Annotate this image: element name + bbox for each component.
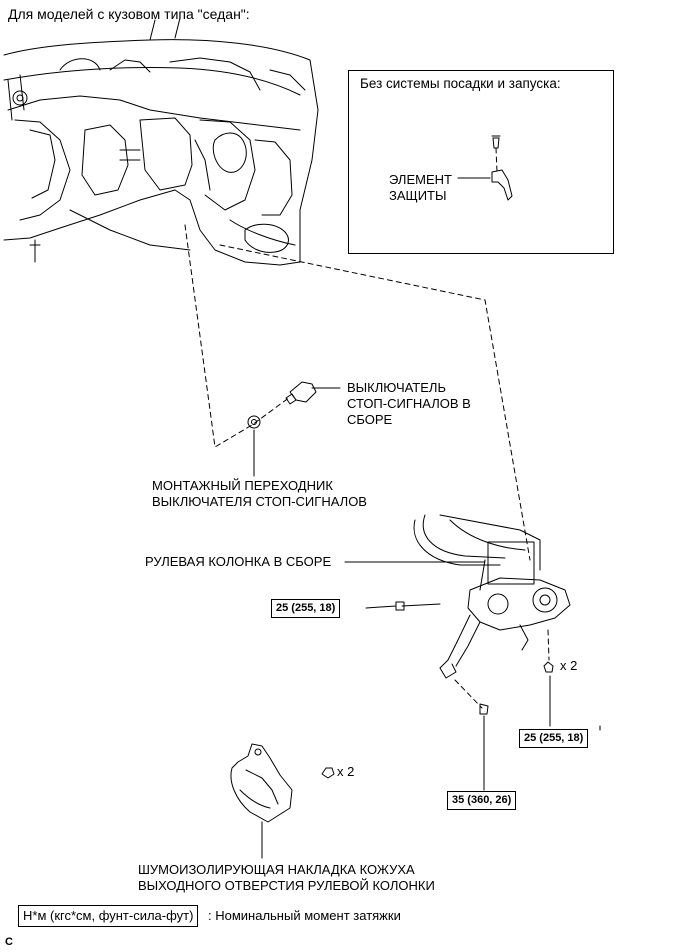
torque-nut-right: 25 (255, 18) — [519, 729, 589, 748]
protection-element-label: ЭЛЕМЕНТ ЗАЩИТЫ — [389, 172, 452, 203]
torque-bolt-left: 25 (255, 18) — [271, 599, 341, 618]
corner-mark: C — [5, 936, 13, 948]
legend-unit-box: Н*м (кгс*см, фунт-сила-фут) — [18, 905, 199, 927]
dashed-guide-lines — [184, 147, 550, 709]
stop-lamp-switch-label: ВЫКЛЮЧАТЕЛЬ СТОП-СИГНАЛОВ В СБОРЕ — [347, 380, 471, 427]
mount-adapter-label: МОНТАЖНЫЙ ПЕРЕХОДНИК ВЫКЛЮЧАТЕЛЯ СТОП-СИ… — [152, 478, 367, 509]
protection-element-illustration — [457, 135, 513, 201]
nuts-column-multiplier: x 2 — [560, 658, 578, 673]
mount-adapter-illustration — [247, 415, 261, 477]
nuts-cover-multiplier: x 2 — [337, 764, 355, 779]
legend-description: : Номинальный момент затяжки — [208, 908, 401, 923]
cover-pad-label: ШУМОИЗОЛИРУЮЩАЯ НАКЛАДКА КОЖУХА ВЫХОДНОГ… — [138, 862, 435, 893]
steering-column-label: РУЛЕВАЯ КОЛОНКА В СБОРЕ — [145, 554, 332, 569]
dashboard-illustration — [3, 17, 319, 266]
stop-lamp-switch-illustration — [285, 381, 341, 405]
steering-column-illustration — [344, 514, 571, 679]
inset-panel — [348, 70, 614, 254]
page-title: Для моделей с кузовом типа "седан": — [8, 6, 250, 22]
fasteners-illustration — [321, 601, 554, 791]
torque-bolt-bottom: 35 (360, 26) — [447, 791, 517, 810]
inset-title: Без системы посадки и запуска: — [360, 76, 561, 91]
cover-pad-illustration — [230, 743, 293, 859]
